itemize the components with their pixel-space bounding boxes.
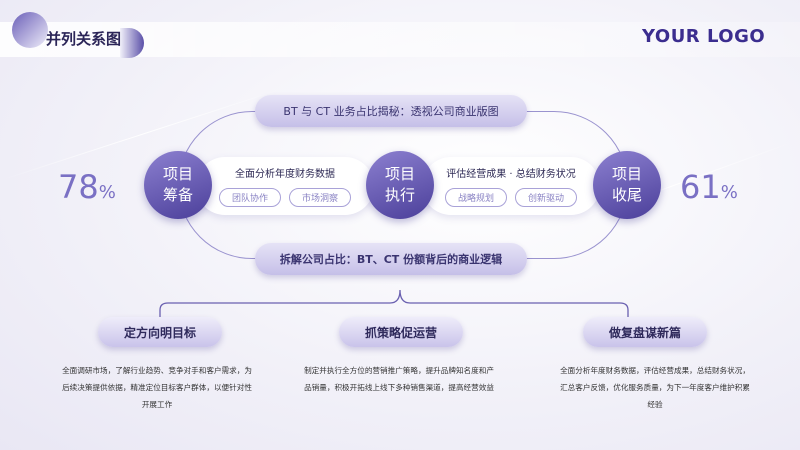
tag: 市场洞察 (289, 188, 352, 207)
tag: 团队协作 (218, 188, 281, 207)
tag: 战略规划 (444, 188, 507, 207)
stage-label: 筹备 (162, 186, 193, 204)
bottom-pill: 拆解公司占比：BT、CT 份额背后的商业逻辑 (255, 243, 527, 275)
tag: 创新驱动 (515, 188, 578, 207)
stage-closing: 项目收尾 (593, 151, 661, 219)
section-text: 全面调研市场，了解行业趋势、竞争对手和客户需求，为后续决策提供依据，精准定位目标… (62, 366, 252, 409)
stage-label: 项目 (611, 165, 642, 183)
stage-label: 收尾 (611, 186, 642, 204)
card-analysis: 全面分析年度财务数据 团队协作市场洞察 (196, 157, 374, 215)
stat-left: 78% (58, 168, 116, 206)
card-heading: 全面分析年度财务数据 (235, 169, 335, 180)
decorative-circle (12, 12, 48, 48)
stage-execution: 项目执行 (366, 151, 434, 219)
decorative-half-circle (120, 28, 144, 58)
stat-right: 61% (680, 168, 738, 206)
stat-unit: % (720, 182, 738, 203)
stage-label: 项目 (162, 165, 193, 183)
top-pill: BT 与 CT 业务占比揭秘：透视公司商业版图 (255, 95, 527, 127)
section-title: 做复盘谋新篇 (583, 317, 707, 347)
section-title: 定方向明目标 (98, 317, 222, 347)
page-title: 并列关系图 (46, 30, 122, 48)
stage-label: 项目 (384, 165, 415, 183)
section-text: 全面分析年度财务数据，评估经营成果，总结财务状况，汇总客户反馈，优化服务质量，为… (560, 366, 750, 409)
stat-value: 61 (680, 168, 721, 206)
stat-unit: % (98, 182, 116, 203)
stage-label: 执行 (384, 186, 415, 204)
stage-preparation: 项目筹备 (144, 151, 212, 219)
section-text: 制定并执行全方位的营销推广策略，提升品牌知名度和产品销量，积极开拓线上线下多种销… (304, 366, 494, 392)
stat-value: 78 (58, 168, 99, 206)
section-title: 抓策略促运营 (339, 317, 463, 347)
card-heading: 评估经营成果 · 总结财务状况 (446, 169, 576, 180)
logo: YOUR LOGO (642, 26, 766, 47)
card-evaluation: 评估经营成果 · 总结财务状况 战略规划创新驱动 (422, 157, 600, 215)
